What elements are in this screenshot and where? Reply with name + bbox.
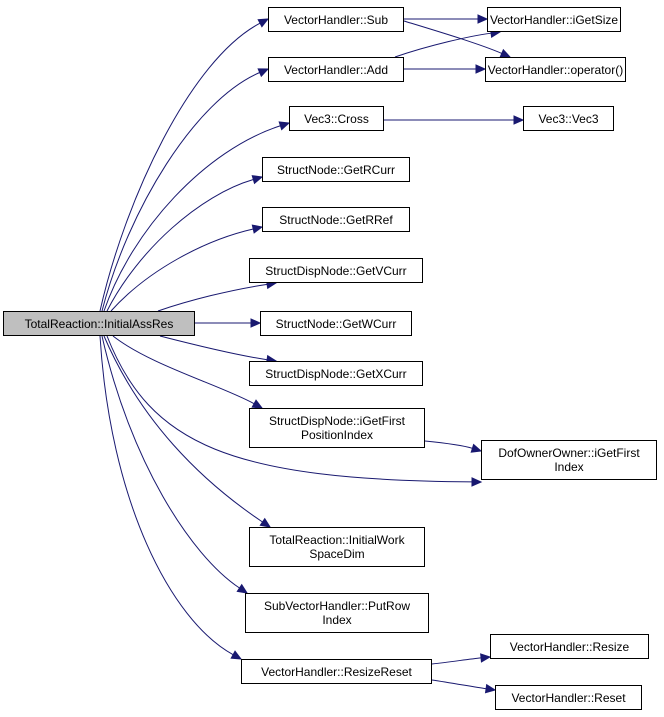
node-structnode-getwcurr[interactable]: StructNode::GetWCurr [260, 311, 412, 336]
arrowhead-root-to-sdn_igetfirst [251, 399, 264, 409]
arrowhead-root-to-vec3_cross [278, 121, 291, 131]
edge-root-to-sn_getrref [110, 228, 254, 312]
arrowhead-root-to-vh_sub [257, 18, 270, 28]
arrowhead-root-to-sn_getwcurr [250, 318, 262, 328]
node-structnode-getrcurr[interactable]: StructNode::GetRCurr [262, 157, 410, 182]
node-vec3-vec3[interactable]: Vec3::Vec3 [523, 106, 614, 131]
node-vectorhandler-resize[interactable]: VectorHandler::Resize [490, 634, 649, 659]
edge-root-to-sdn_getxcurr [159, 335, 268, 361]
node-vectorhandler-resizereset[interactable]: VectorHandler::ResizeReset [241, 659, 432, 684]
arrowhead-sdn_igetfirst-to-doo_igetfirst [470, 443, 483, 453]
arrowhead-root-to-doo_igetfirst [471, 477, 483, 487]
arrowhead-root-to-sn_getrref [251, 224, 264, 234]
arrowhead-vh_resizereset-to-vh_resize [480, 653, 492, 663]
node-dofownerowner-igetfirstindex[interactable]: DofOwnerOwner::iGetFirst Index [481, 440, 657, 480]
edge-root-to-vh_sub [99, 22, 261, 312]
edge-root-to-tr_initialwork [103, 335, 263, 523]
arrowhead-vh_resizereset-to-vh_reset [484, 683, 497, 694]
edge-sdn_igetfirst-to-doo_igetfirst [424, 440, 473, 449]
node-vectorhandler-sub[interactable]: VectorHandler::Sub [268, 7, 404, 32]
node-structdispnode-getxcurr[interactable]: StructDispNode::GetXCurr [249, 361, 423, 386]
arrowhead-root-to-vh_resizereset [230, 650, 243, 660]
edge-vh_resizereset-to-vh_resize [431, 657, 482, 665]
arrowhead-root-to-tr_initialwork [259, 517, 272, 528]
edge-vh_add-to-vh_igetsize [394, 32, 492, 58]
edge-vh_sub-to-vh_operator [403, 20, 502, 54]
arrowhead-vh_sub-to-vh_igetsize [477, 14, 489, 24]
edge-root-to-vec3_cross [103, 125, 281, 312]
edge-root-to-sdn_igetfirst [112, 335, 255, 405]
edge-root-to-sdn_getvcurr [157, 283, 268, 312]
edge-root-to-doo_igetfirst [106, 335, 473, 483]
node-structnode-getrref[interactable]: StructNode::GetRRef [262, 207, 410, 232]
edge-root-to-sn_getrcurr [106, 179, 254, 312]
arrowhead-vh_sub-to-vh_operator [499, 48, 512, 58]
node-totalreaction-initialassres: TotalReaction::InitialAssRes [3, 311, 195, 336]
node-vec3-cross[interactable]: Vec3::Cross [289, 106, 384, 131]
edge-root-to-vh_add [101, 72, 260, 312]
node-vectorhandler-operator[interactable]: VectorHandler::operator() [485, 57, 626, 82]
node-vectorhandler-reset[interactable]: VectorHandler::Reset [495, 685, 642, 710]
arrowhead-root-to-svh_putrow [236, 583, 249, 594]
node-subvectorhandler-putrowindex[interactable]: SubVectorHandler::PutRow Index [245, 593, 429, 633]
arrowhead-vec3_cross-to-vec3_vec3 [513, 115, 525, 125]
node-vectorhandler-igetsize[interactable]: VectorHandler::iGetSize [487, 7, 621, 32]
arrowhead-root-to-vh_add [257, 68, 270, 78]
arrowhead-root-to-sn_getrcurr [251, 175, 264, 185]
arrowhead-vh_add-to-vh_operator [475, 64, 487, 74]
node-vectorhandler-add[interactable]: VectorHandler::Add [268, 57, 404, 82]
edge-root-to-vh_resizereset [99, 335, 234, 656]
edge-vh_resizereset-to-vh_reset [431, 679, 487, 690]
node-structdispnode-igetfirstpositionindex[interactable]: StructDispNode::iGetFirst PositionIndex [249, 408, 425, 448]
node-structdispnode-getvcurr[interactable]: StructDispNode::GetVCurr [249, 258, 423, 283]
edge-root-to-svh_putrow [101, 335, 240, 589]
node-totalreaction-initialworkspacedim[interactable]: TotalReaction::InitialWork SpaceDim [249, 527, 425, 567]
